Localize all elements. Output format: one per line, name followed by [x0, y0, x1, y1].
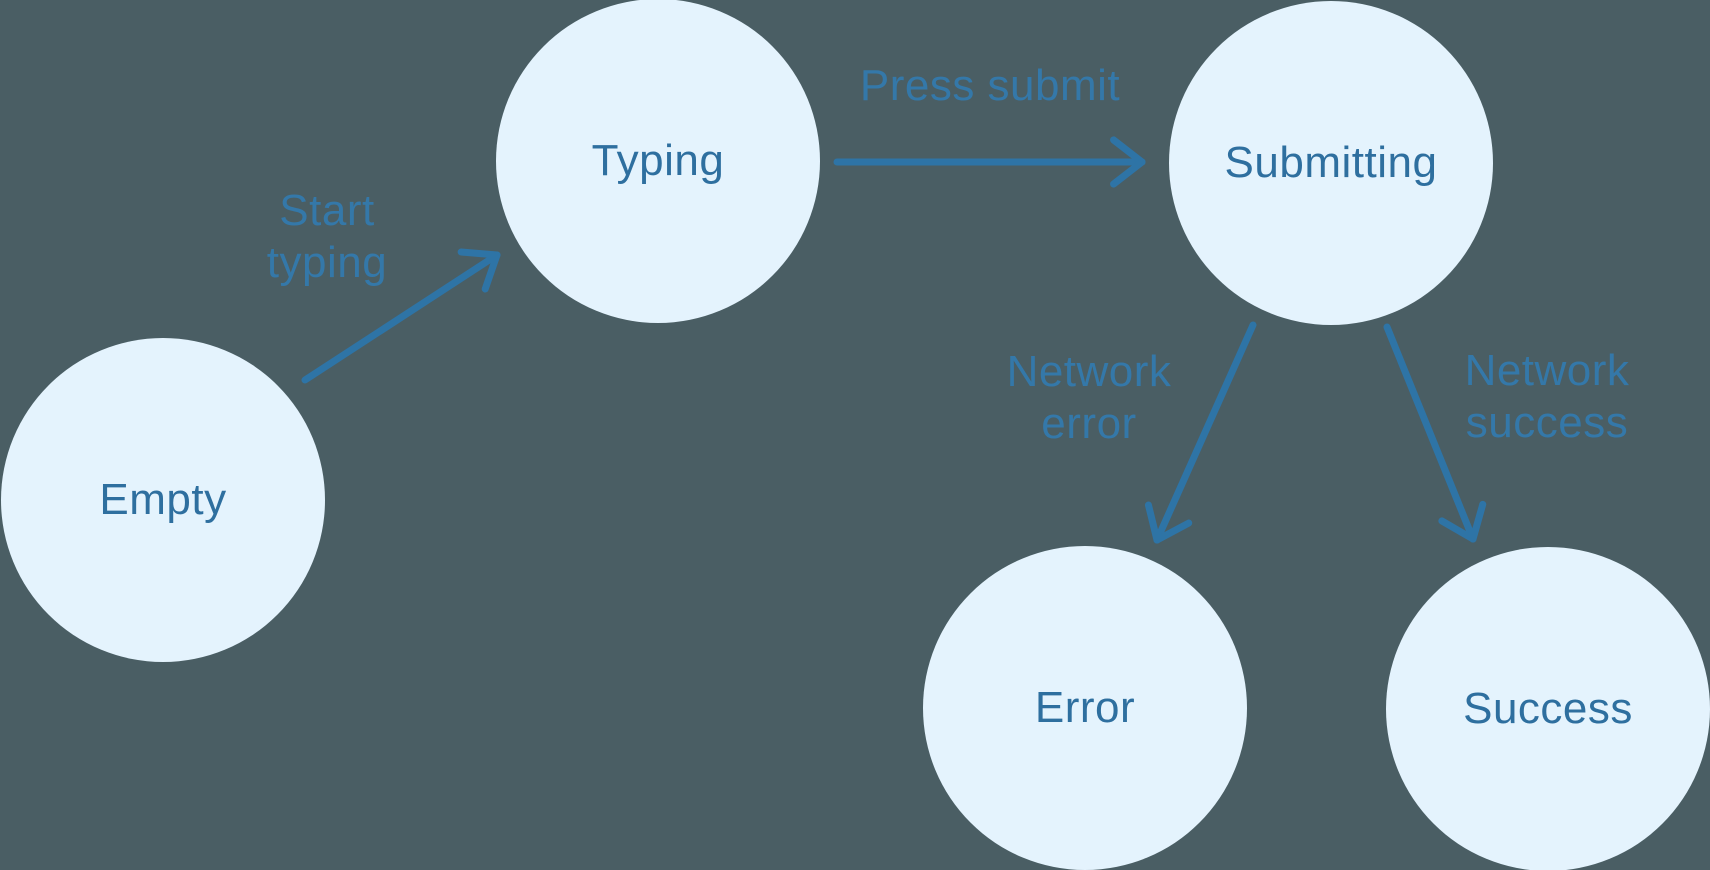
transition-arrow-submitting-to-error	[1144, 321, 1257, 544]
state-node-submitting: Submitting	[1169, 1, 1493, 325]
edge-label-network-error: Network error	[1006, 347, 1172, 448]
edge-label-press-submit: Press submit	[859, 61, 1121, 110]
state-node-empty-label: Empty	[99, 475, 227, 524]
state-node-success-label: Success	[1463, 684, 1633, 733]
state-node-typing: Typing	[496, 0, 820, 323]
state-node-empty: Empty	[1, 338, 325, 662]
state-node-error-label: Error	[1034, 683, 1136, 732]
state-node-typing-label: Typing	[591, 136, 725, 185]
edge-label-network-success: Network success	[1464, 346, 1630, 447]
state-node-submitting-label: Submitting	[1224, 138, 1438, 187]
state-node-success: Success	[1386, 547, 1710, 870]
edge-label-start-typing: Start typing	[266, 186, 388, 287]
transition-arrow-typing-to-submitting	[833, 136, 1146, 188]
transition-arrow-submitting-to-success	[1383, 323, 1487, 543]
transition-arrow-empty-to-typing	[301, 248, 501, 384]
state-node-error: Error	[923, 546, 1247, 870]
